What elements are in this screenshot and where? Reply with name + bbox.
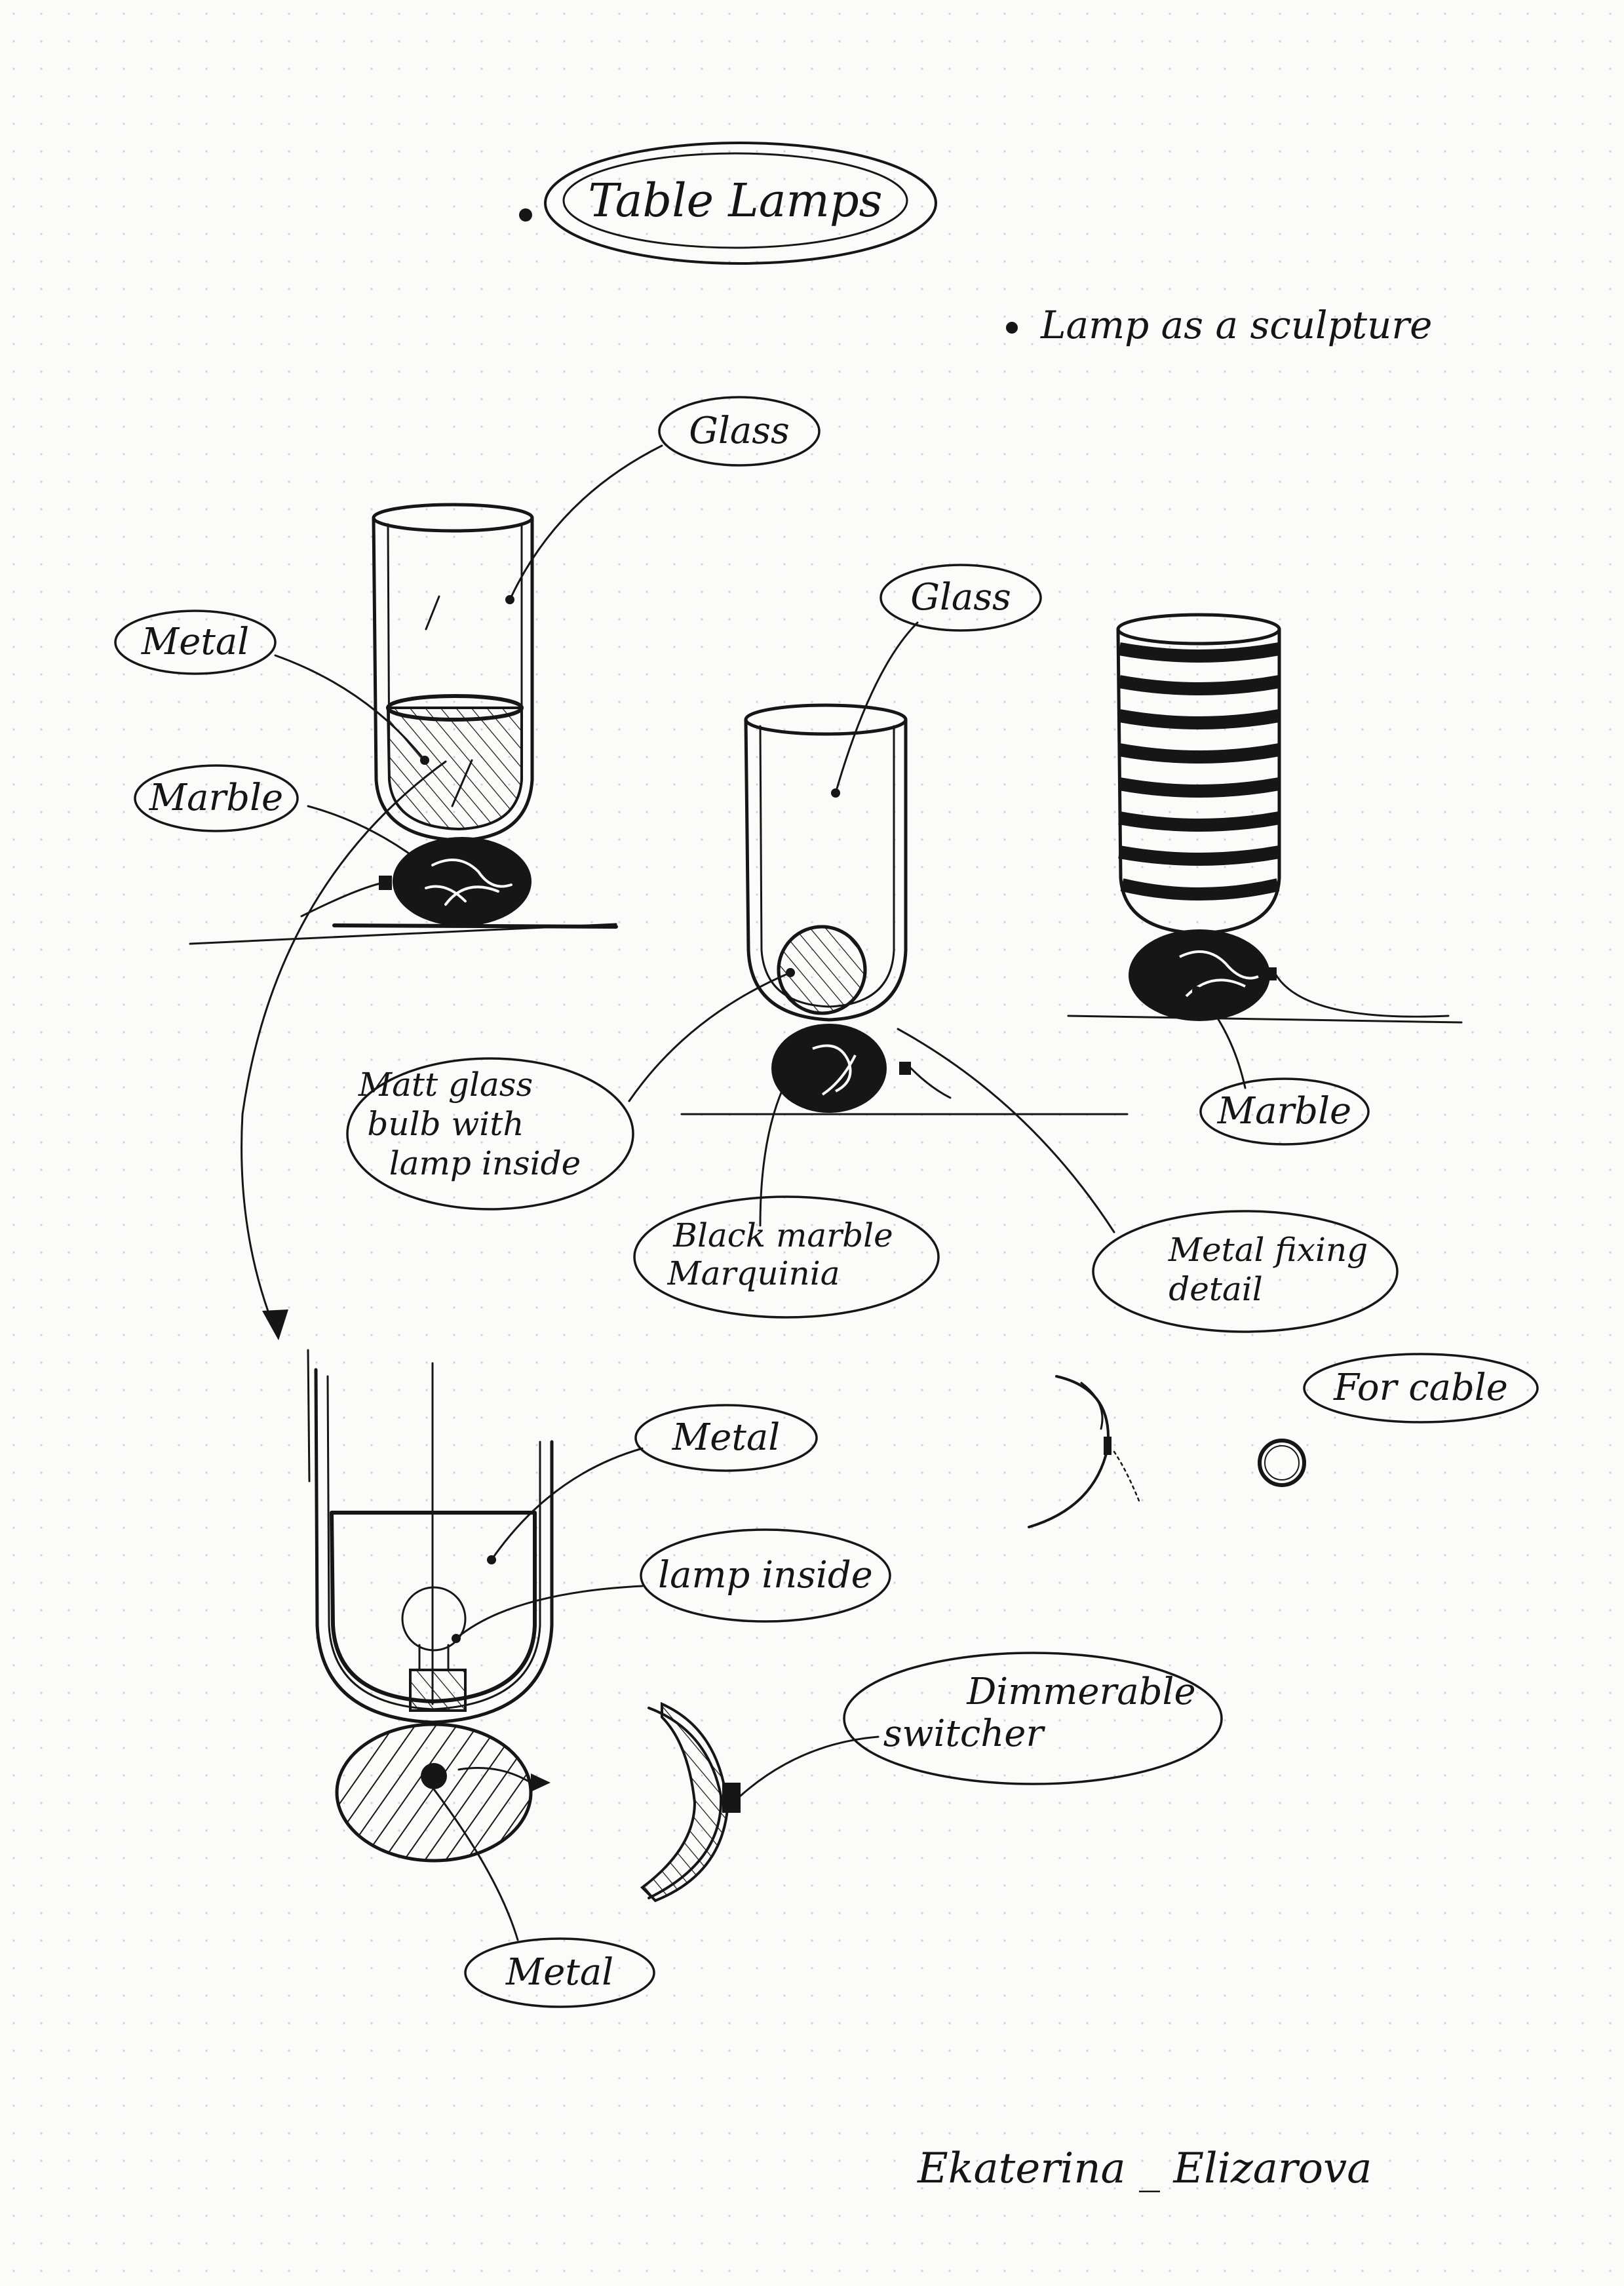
svg-text:For cable: For cable (1333, 1366, 1508, 1409)
lamp-2-marble-base (771, 1024, 887, 1113)
svg-text:Black marble: Black marble (672, 1216, 893, 1254)
label-marble-3: Marble (1192, 986, 1370, 1146)
lamp-1-marble-base (393, 837, 532, 926)
label-metal-1: Metal (114, 610, 429, 765)
label-glass-2: Glass (831, 564, 1042, 798)
detail-switch-hole (421, 1763, 447, 1789)
label-matt-glass: Matt glass bulb with lamp inside (346, 968, 795, 1211)
detail-arrow (241, 760, 447, 1340)
svg-text:Marble: Marble (149, 777, 283, 819)
title-bullet (519, 208, 532, 222)
title-oval (544, 142, 937, 265)
cable-detail (1028, 1375, 1306, 1528)
svg-text:Metal: Metal (672, 1416, 780, 1459)
lamp-1-glass (372, 516, 534, 842)
lamp-2 (680, 703, 1129, 1115)
label-lamp-inside: lamp inside (452, 1528, 891, 1643)
cable-hole-icon (1258, 1439, 1306, 1487)
detail-socket (409, 1669, 467, 1712)
switch-detail (640, 1701, 741, 1903)
subtitle-bullet (1006, 322, 1018, 334)
lamp-3-stripes (1118, 642, 1281, 901)
title-oval-inner (562, 152, 908, 249)
svg-text:Marquinia: Marquinia (667, 1254, 840, 1292)
detail-section (307, 1349, 554, 1863)
svg-text:detail: detail (1169, 1270, 1262, 1308)
lamp-2-glass (744, 718, 908, 1022)
svg-text:Marble: Marble (1217, 1090, 1351, 1133)
title-text: Table Lamps (588, 174, 882, 227)
detail-bulb (401, 1586, 467, 1652)
signature: Ekaterina _ Elizarova (917, 2144, 1372, 2193)
title-group: Table Lamps (519, 142, 937, 265)
lamp-1-metal-cup (386, 707, 523, 831)
subtitle-text: Lamp as a sculpture (1040, 303, 1432, 347)
dimmer-switch-icon (722, 1783, 741, 1813)
detail-glass (314, 1368, 554, 1724)
lamp-3 (1067, 613, 1463, 1024)
label-dimmerable: Dimmerable switcher (739, 1652, 1223, 1797)
label-metal-detail-top: Metal (487, 1404, 818, 1564)
svg-text:Metal fixing: Metal fixing (1168, 1231, 1368, 1269)
label-marble-1: Marble (134, 764, 444, 881)
subtitle-group: Lamp as a sculpture (1006, 303, 1432, 347)
svg-text:lamp inside: lamp inside (658, 1554, 873, 1597)
lamp-1-cable-connector (379, 876, 392, 890)
svg-text:Glass: Glass (910, 576, 1011, 619)
label-glass-1: Glass (505, 396, 821, 604)
svg-text:Metal: Metal (141, 621, 249, 663)
svg-text:Dimmerable: Dimmerable (966, 1671, 1195, 1713)
svg-text:bulb with: bulb with (367, 1105, 524, 1143)
lamp-3-marble-base (1129, 929, 1270, 1021)
svg-text:switcher: switcher (883, 1713, 1046, 1755)
svg-text:Matt glass: Matt glass (358, 1066, 533, 1104)
detail-marble-base (335, 1722, 533, 1863)
label-for-cable: For cable (1303, 1353, 1539, 1424)
label-metal-fixing: Metal fixing detail (897, 1028, 1399, 1333)
svg-text:lamp inside: lamp inside (389, 1144, 581, 1182)
lamp-1 (189, 503, 618, 945)
svg-text:Glass: Glass (689, 410, 790, 452)
svg-text:Metal: Metal (505, 1951, 613, 1994)
lamp-3-striped-shade (1116, 627, 1281, 935)
label-metal-detail-bottom: Metal (433, 1788, 655, 2008)
label-black-marble: Black marble Marquinia (633, 1083, 940, 1319)
